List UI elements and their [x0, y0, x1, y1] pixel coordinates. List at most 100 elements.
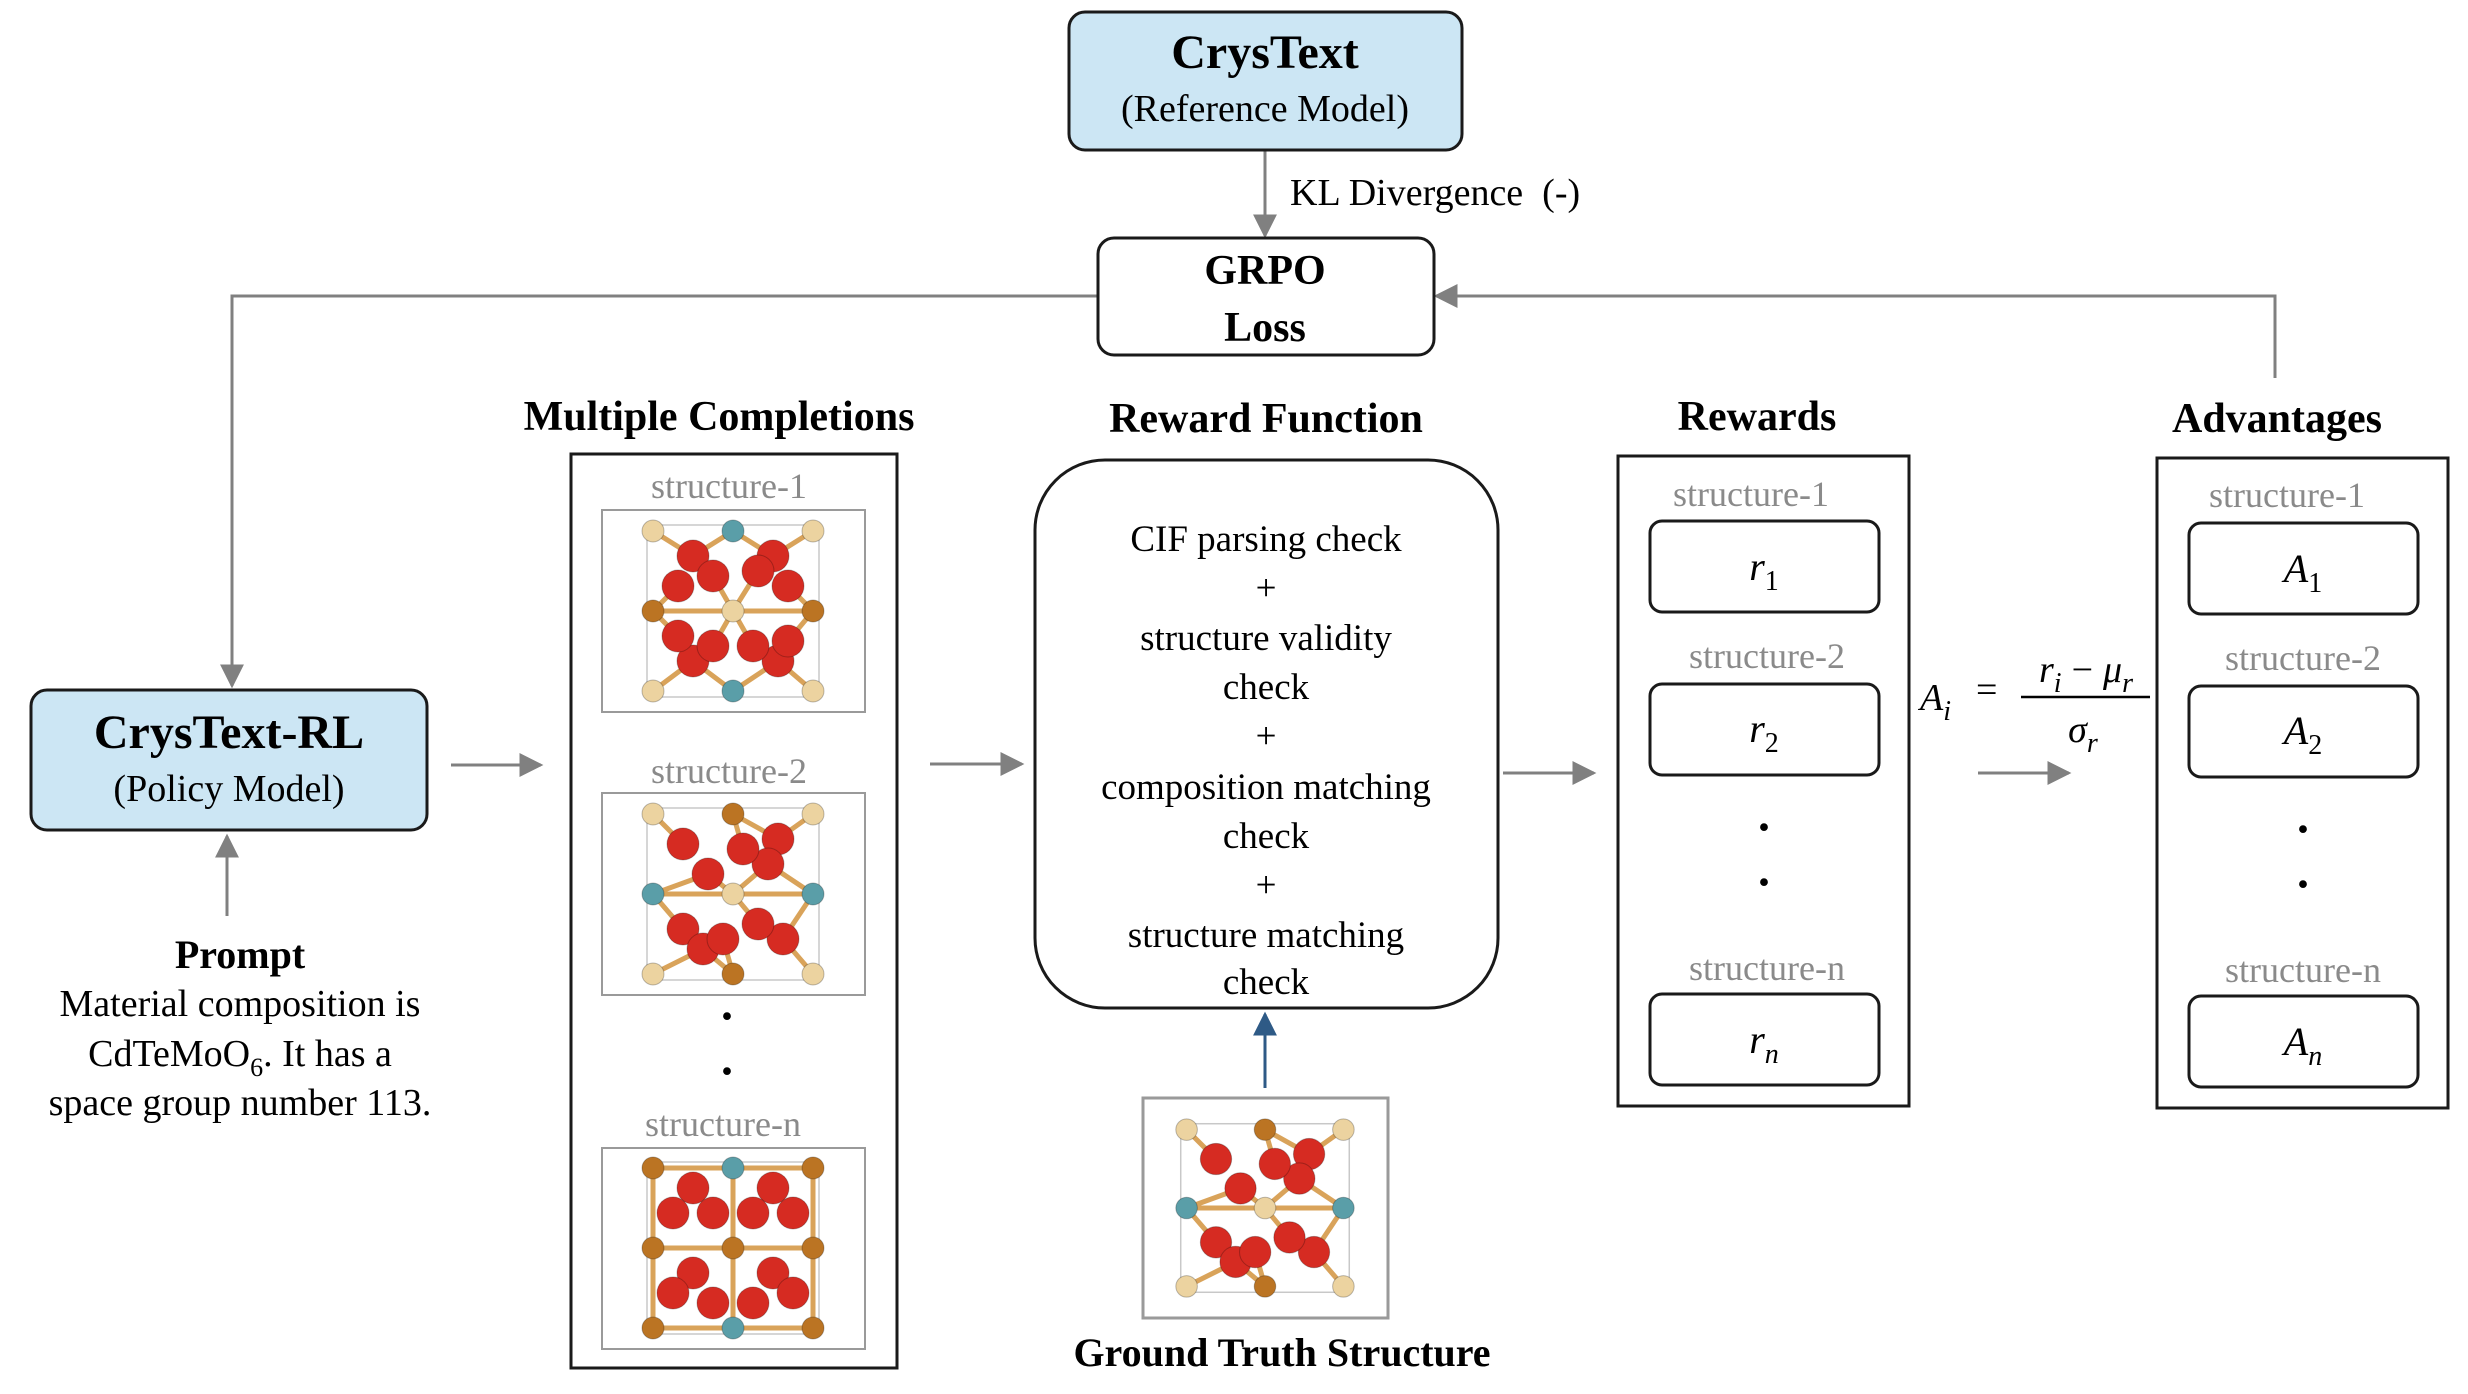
atom: [721, 1156, 745, 1180]
atom: [661, 619, 695, 653]
atom: [721, 1236, 745, 1260]
atom: [706, 922, 740, 956]
grpo-loss-box: GRPO Loss: [1096, 236, 1436, 357]
completion-label-1: structure-1: [651, 466, 807, 506]
check-line: structure validity: [1140, 618, 1392, 659]
atom: [691, 857, 725, 891]
atom: [641, 599, 665, 623]
atom: [801, 599, 825, 623]
kl-divergence-label: KL Divergence (-): [1290, 172, 1580, 214]
atom: [721, 882, 745, 906]
atom: [721, 679, 745, 703]
atom: [1199, 1226, 1233, 1259]
formula-lhs: Ai: [1917, 677, 1951, 727]
atom: [766, 922, 800, 956]
advantage-label-1: structure-1: [2209, 475, 2365, 515]
atom: [1253, 1118, 1277, 1141]
check-line: check: [1223, 667, 1310, 708]
policy-model-name: CrysText-RL: [94, 706, 364, 759]
atom: [1253, 1196, 1277, 1220]
atom: [1239, 1235, 1272, 1269]
reward-label-2: structure-2: [1689, 636, 1845, 676]
atom: [641, 519, 665, 543]
atom: [1175, 1275, 1198, 1298]
reward-ellipsis-2: ·: [1756, 856, 1772, 909]
atom: [1332, 1275, 1355, 1298]
advantage-label-n: structure-n: [2225, 950, 2381, 990]
atom: [726, 832, 760, 866]
crystal-structure-2: [641, 802, 825, 986]
check-line: composition matching: [1101, 767, 1431, 808]
atom: [1332, 1196, 1355, 1220]
atom: [736, 629, 770, 663]
atom: [1258, 1147, 1291, 1181]
reward-label-n: structure-n: [1689, 948, 1845, 988]
reward-box-2: [1648, 682, 1881, 777]
completion-ellipsis-2: ·: [719, 1045, 735, 1098]
reward-value-1: r1: [1749, 544, 1779, 597]
check-line: +: [1256, 568, 1277, 609]
atom: [641, 802, 665, 826]
atom: [801, 882, 825, 906]
advantage-value-1: A1: [2281, 546, 2322, 599]
atom: [721, 519, 745, 543]
atom: [801, 962, 825, 986]
grpo-to-policy-arrow: [220, 294, 1098, 689]
atom: [1297, 1235, 1331, 1269]
advantage-box-1: [2187, 521, 2420, 616]
atom: [721, 802, 745, 826]
rewards-title: Rewards: [1678, 394, 1837, 440]
atom: [696, 629, 730, 663]
atom: [1332, 1118, 1355, 1141]
completions-title: Multiple Completions: [524, 394, 915, 440]
atom: [666, 912, 700, 946]
check-line: CIF parsing check: [1130, 519, 1402, 560]
atom: [1175, 1118, 1198, 1141]
atom: [1253, 1275, 1277, 1298]
crystal-structure-n: [641, 1156, 825, 1340]
atom: [771, 569, 805, 603]
atom: [1273, 1221, 1306, 1254]
atom: [756, 1171, 790, 1205]
advantage-value-2: A2: [2281, 708, 2322, 761]
advantage-value-n: An: [2281, 1019, 2322, 1072]
completion-label-n: structure-n: [645, 1104, 801, 1144]
atom: [641, 882, 665, 906]
atom: [801, 1156, 825, 1180]
atom: [801, 1316, 825, 1340]
atom: [721, 1316, 745, 1340]
atom: [641, 1316, 665, 1340]
atom: [801, 519, 825, 543]
atom: [1175, 1196, 1198, 1220]
reward-function-title: Reward Function: [1109, 396, 1423, 442]
atom: [721, 599, 745, 623]
atom: [696, 1286, 730, 1320]
reward-box-n: [1648, 992, 1881, 1087]
reward-function-box: [1033, 458, 1500, 1010]
atom: [676, 1171, 710, 1205]
atom: [656, 1196, 690, 1230]
atom: [666, 827, 700, 861]
reward-ellipsis-1: ·: [1756, 801, 1772, 854]
advantage-box-n: [2187, 994, 2420, 1089]
reward-value-2: r2: [1749, 706, 1779, 759]
atom: [641, 1156, 665, 1180]
formula-denominator: σr: [2068, 709, 2098, 759]
reference-model-role: (Reference Model): [1121, 88, 1409, 130]
check-line: check: [1223, 816, 1310, 857]
check-line: +: [1256, 716, 1277, 757]
atom: [676, 1256, 710, 1290]
prompt-line2: CdTeMoO6. It has a: [88, 1033, 392, 1082]
atom: [771, 624, 805, 658]
reference-model-name: CrysText: [1171, 26, 1359, 79]
atom: [736, 1196, 770, 1230]
reward-value-n: rn: [1749, 1017, 1779, 1070]
advantage-ellipsis-2: ·: [2295, 858, 2311, 911]
advantage-formula: Ai = ri−μr σr: [1917, 649, 2150, 759]
atom: [696, 559, 730, 593]
atom: [741, 907, 775, 941]
atom: [676, 539, 710, 573]
atom: [776, 1276, 810, 1310]
check-line: +: [1256, 865, 1277, 906]
